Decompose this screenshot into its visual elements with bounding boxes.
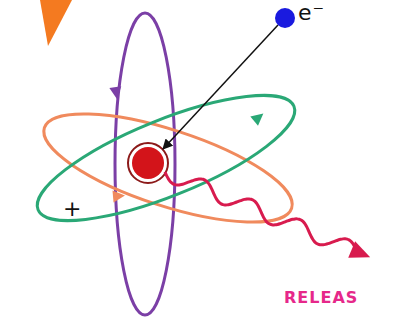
orbit-arrow xyxy=(250,109,267,126)
release-label: RELEAS xyxy=(284,290,358,306)
nucleus xyxy=(132,147,164,179)
charge-sign: + xyxy=(63,198,82,220)
emitted-photon xyxy=(165,172,358,254)
orbit-arrow xyxy=(109,86,123,100)
electron xyxy=(275,8,295,28)
orbit-purple xyxy=(115,13,175,315)
nucleus-ring xyxy=(128,143,168,183)
electron-symbol: e⁻ xyxy=(298,2,325,24)
corner-decoration xyxy=(40,0,72,46)
photon-arrowhead xyxy=(348,241,373,265)
capture-arrow xyxy=(163,25,278,149)
orbit-arrow xyxy=(112,189,125,202)
